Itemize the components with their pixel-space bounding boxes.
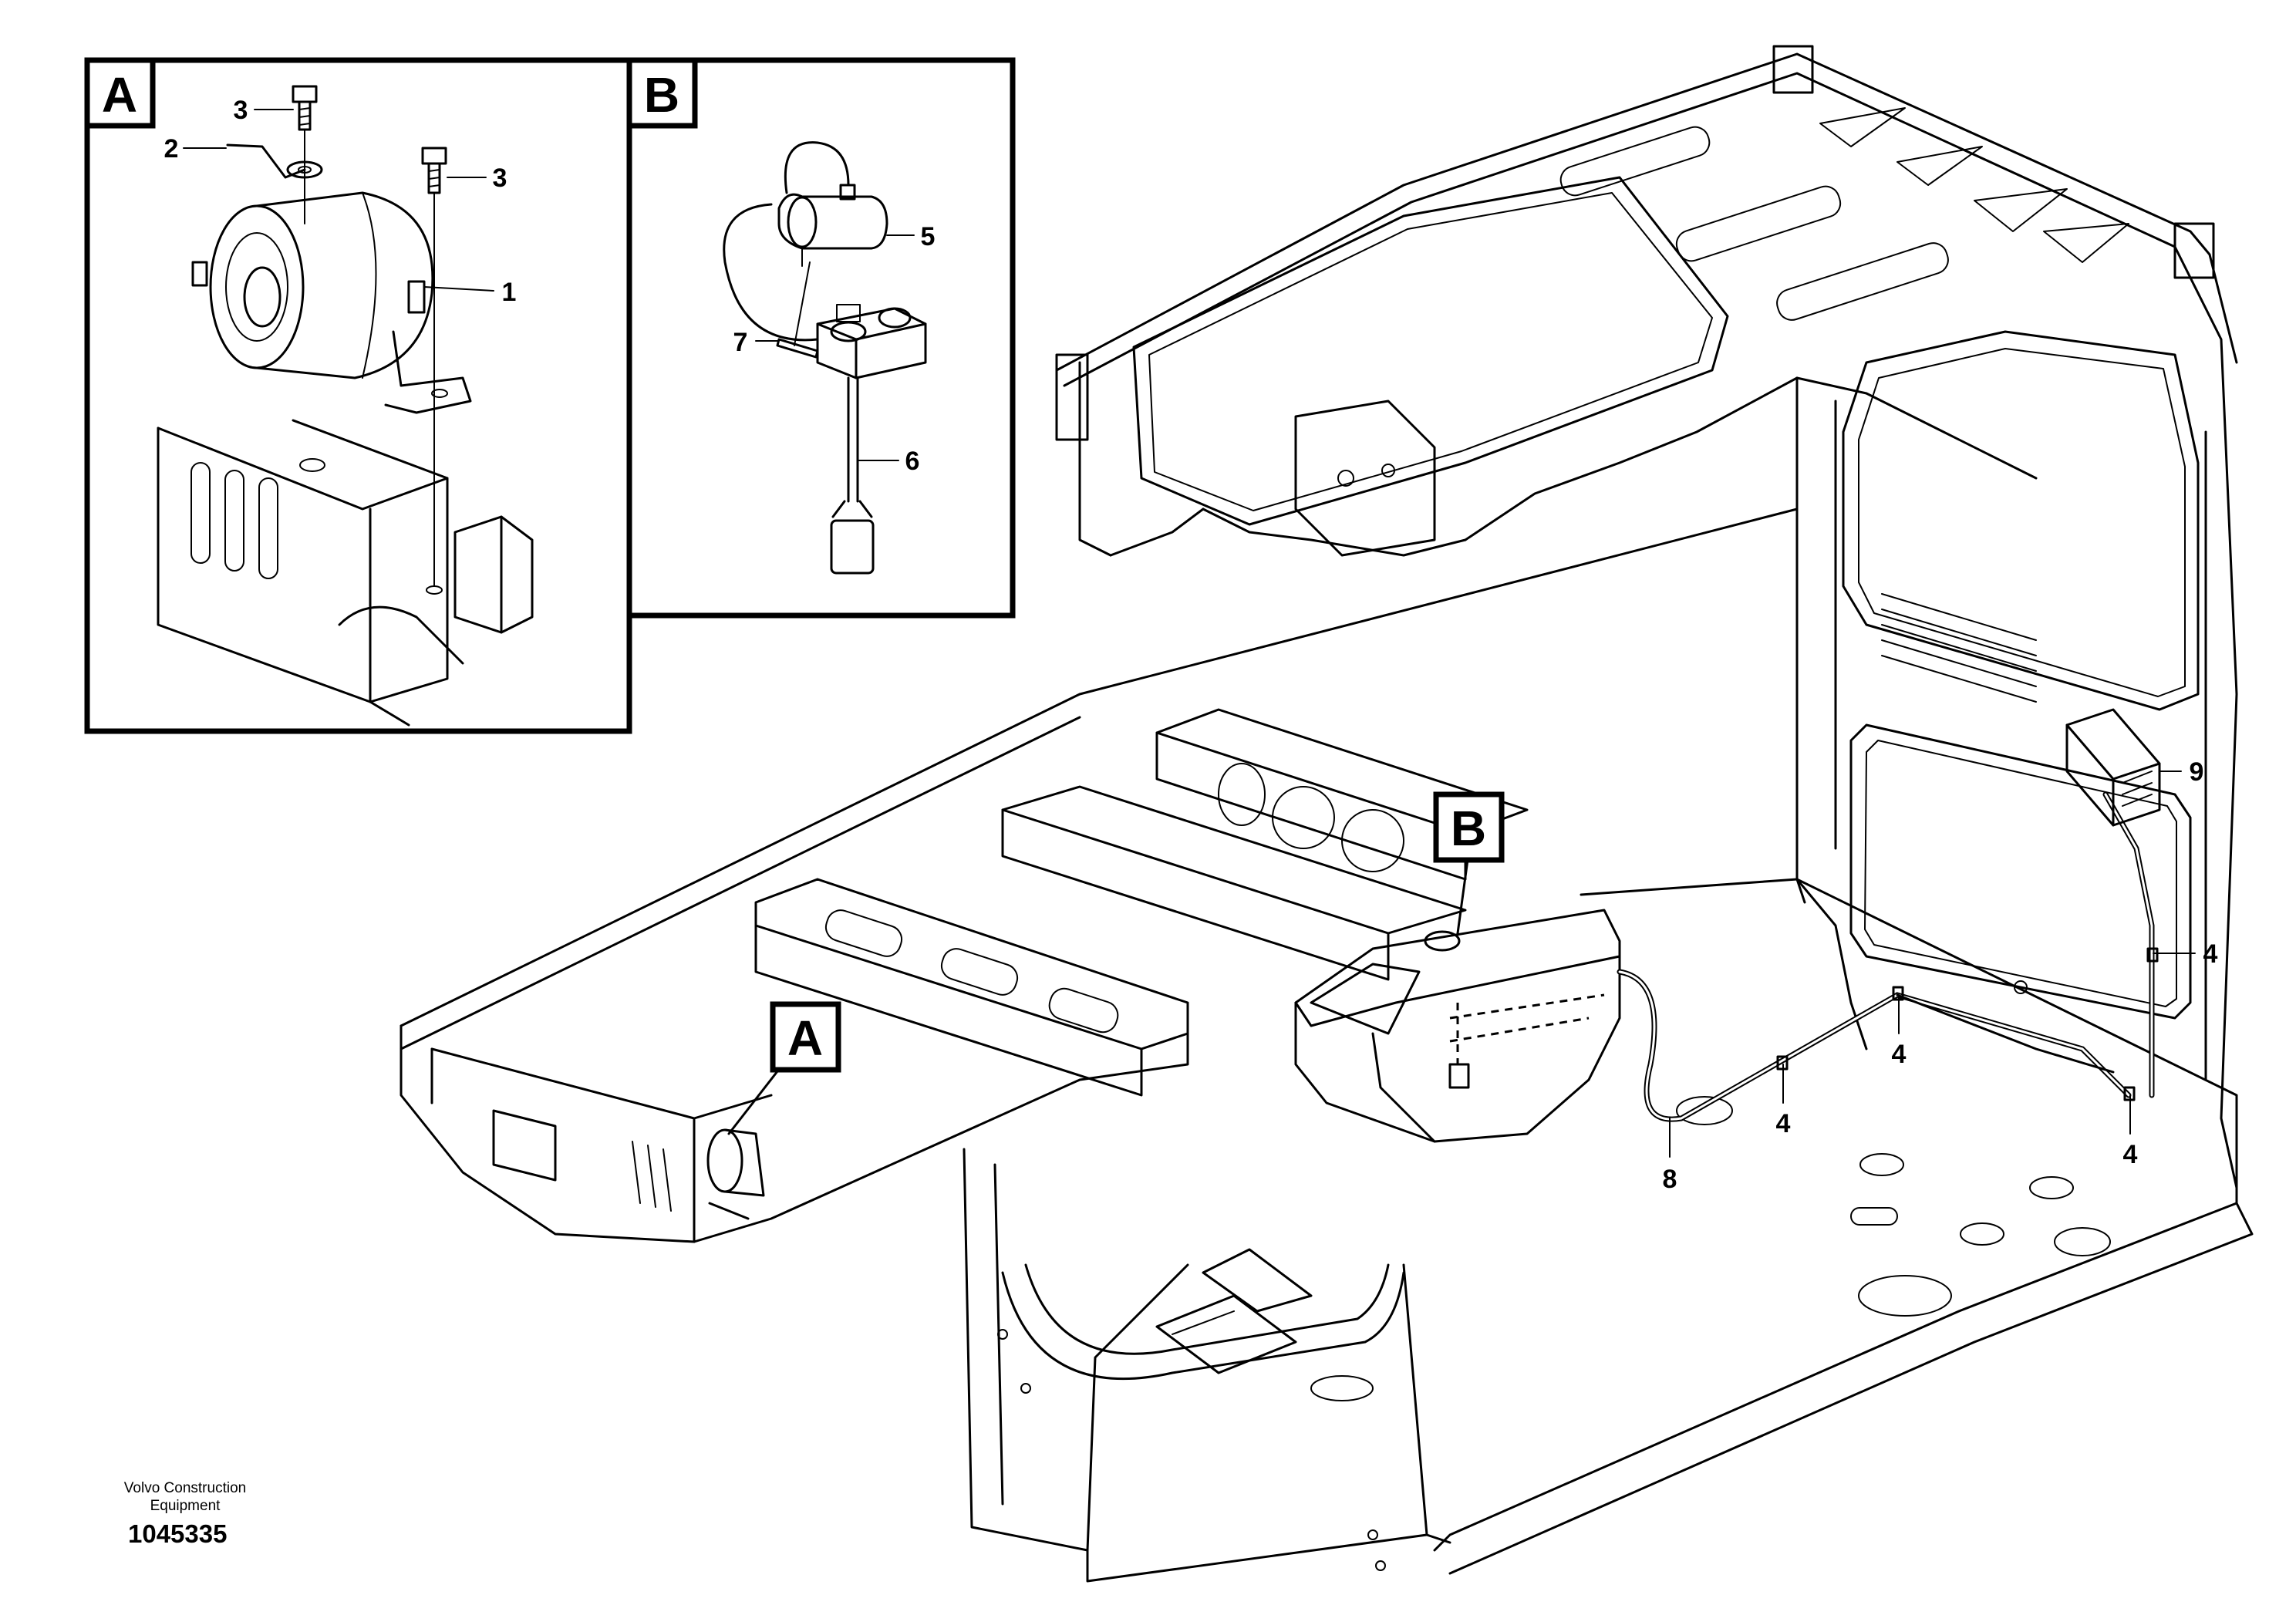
label-part-1: 1 (502, 278, 517, 307)
label-part-6: 6 (905, 447, 920, 476)
control-box (2065, 708, 2161, 827)
label-part-3-upper: 3 (234, 96, 248, 125)
label-part-7: 7 (733, 328, 748, 357)
cab-rear-wall (1795, 245, 2238, 1189)
manufacturer-caption: Volvo Construction Equipment (123, 1480, 247, 1514)
frame-floor (400, 508, 2254, 1583)
label-part-4-middle: 4 (1776, 1109, 1791, 1138)
label-part-8: 8 (1663, 1165, 1677, 1194)
label-part-4-upper: 4 (1892, 1040, 1907, 1069)
callout-tag-b[interactable] (1433, 791, 1505, 863)
label-part-4-right: 4 (2203, 939, 2218, 969)
label-part-4-lower: 4 (2123, 1140, 2138, 1169)
callout-b-letter: B (1451, 801, 1486, 856)
document-number: 1045335 (128, 1519, 228, 1548)
heater-unit (1294, 909, 1621, 1143)
detail-view-a (84, 57, 632, 734)
detail-b-letter: B (644, 67, 679, 123)
detail-view-b (626, 57, 1016, 619)
callout-a-letter: A (787, 1010, 823, 1066)
callout-tag-a[interactable] (770, 1001, 841, 1073)
wire-harness (1617, 791, 2159, 1122)
label-part-2: 2 (164, 134, 179, 164)
label-part-9: 9 (2190, 757, 2204, 787)
label-part-5: 5 (921, 222, 936, 251)
cab-roof (1055, 45, 2238, 557)
label-part-3-lower: 3 (493, 164, 507, 193)
detail-a-letter: A (102, 67, 137, 123)
horn-mounted (706, 1128, 765, 1220)
